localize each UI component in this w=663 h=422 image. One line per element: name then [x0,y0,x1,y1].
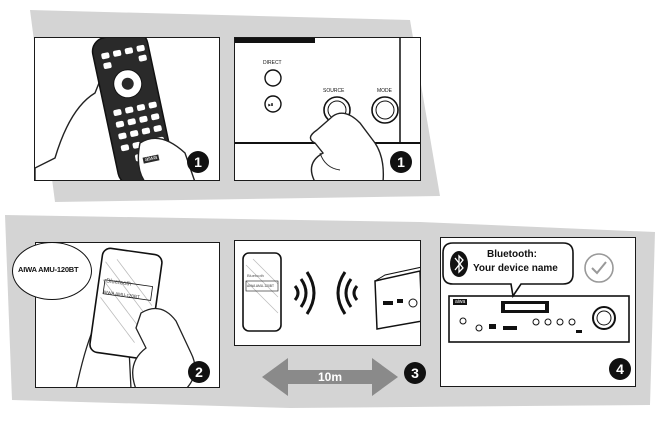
front-panel-illustration: ⏯ [235,38,420,180]
receiver-illustration [442,242,630,343]
step1-remote-panel: aiwa 1 [34,37,220,181]
bubble-line1: Bluetooth: [487,249,537,260]
distance-label: 10m [318,370,343,384]
step3-badge: 3 [404,362,426,384]
svg-text:⏯: ⏯ [268,101,274,109]
step4-badge: 4 [609,358,631,380]
step2-badge: 2 [188,361,210,383]
step1-front-panel: ⏯ DIRECT SOURCE MODE 1 [234,37,421,181]
step3-range-panel: Bluetooth AIWA AMU-120BT [234,240,421,346]
range-phone-entry: AIWA AMU-120BT [247,284,274,288]
direct-button-label: DIRECT [263,60,282,66]
step4-connected-panel: aiwa Bluetooth: Your device name 4 [440,237,636,387]
range-illustration [242,252,420,332]
mode-button-label: MODE [377,88,392,94]
device-name-label: AIWA AMU-120BT [18,265,79,274]
source-button-label: SOURCE [323,88,345,94]
step1-badge-right: 1 [390,151,412,173]
phone-hand-illustration [75,247,196,387]
device-name-bubble [12,242,92,300]
receiver-brand-label: aiwa [453,299,468,305]
step1-badge-left: 1 [187,151,209,173]
range-phone-title: Bluetooth [247,273,264,278]
bubble-line2: Your device name [473,263,558,274]
remote-illustration [35,38,196,180]
